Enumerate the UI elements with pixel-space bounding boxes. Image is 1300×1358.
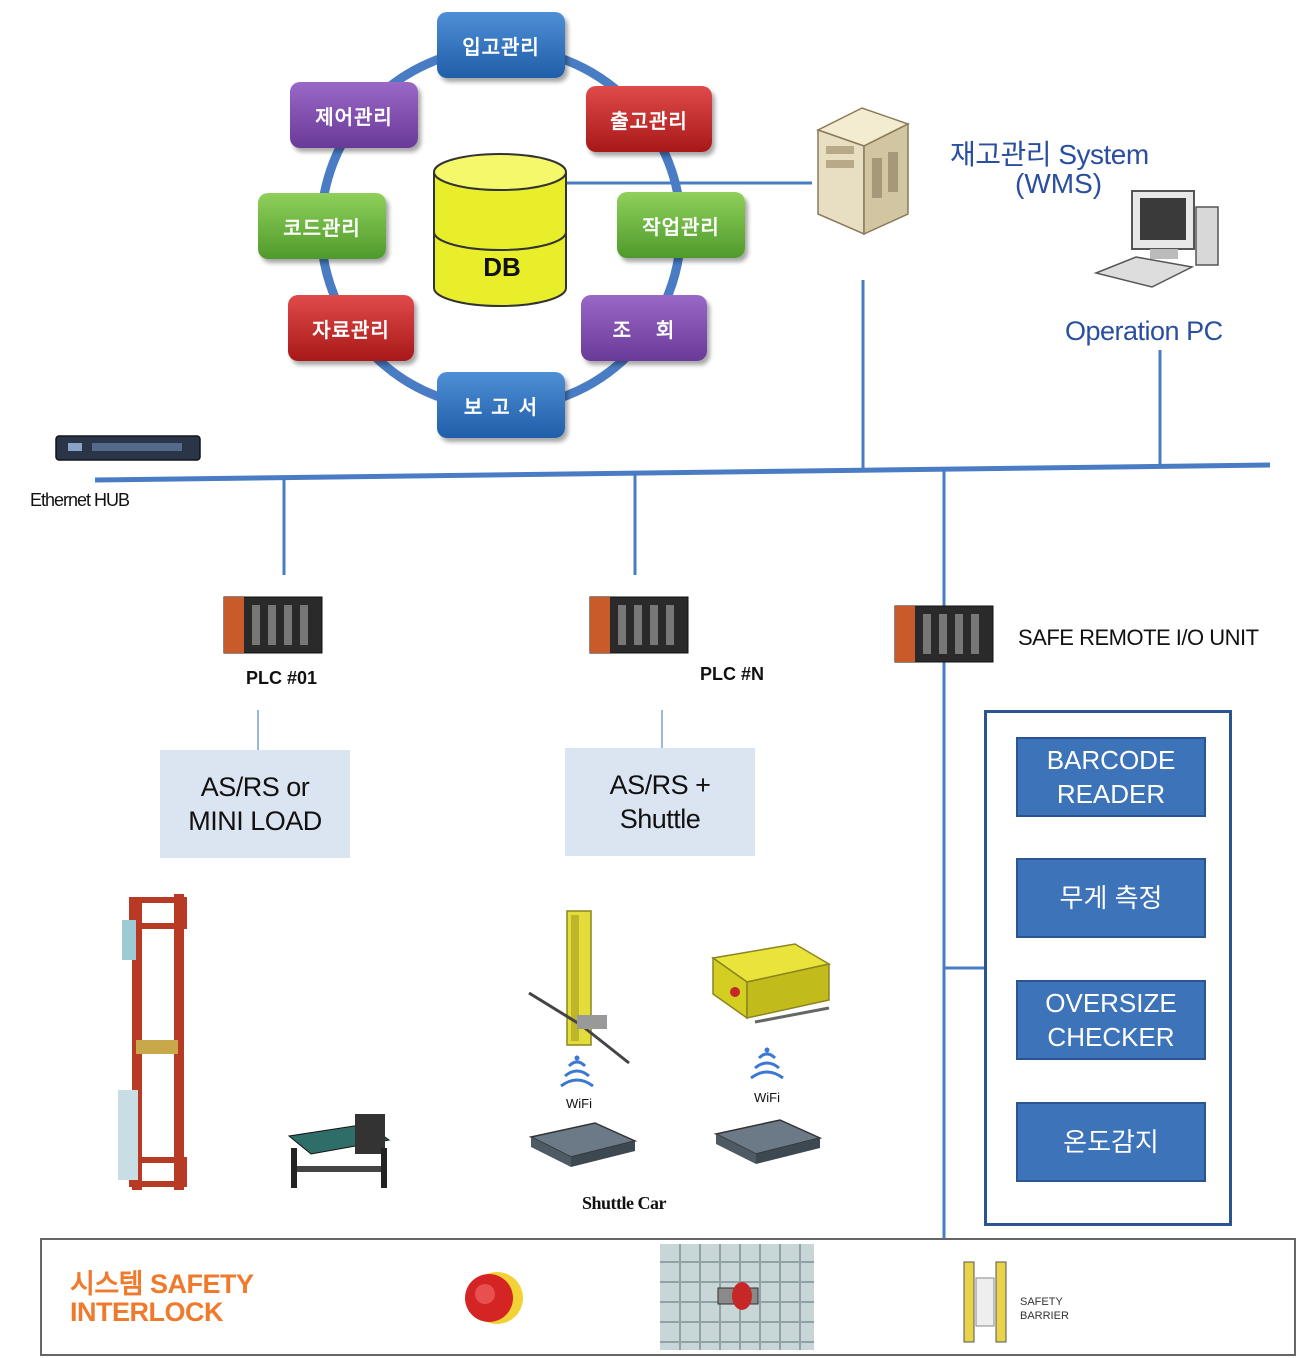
plcn-label: PLC #N [700,664,765,684]
sensor-temperature: 온도감지 [1016,1102,1206,1182]
module-code: 코드관리 [258,193,386,259]
plcn-icon [589,596,689,654]
safety-barrier-line2: BARRIER [1020,1310,1069,1322]
module-control: 제어관리 [290,82,418,148]
operation-pc-label: Operation PC [1065,316,1223,346]
safe-io-icon [894,605,994,663]
ethernet-hub-icon [55,435,201,461]
safety-title-line2: INTERLOCK [70,1297,224,1327]
asrs-miniload-box: AS/RS or MINI LOAD [160,750,350,858]
safety-interlock-panel [40,1238,1296,1356]
plc1-label: PLC #01 [246,668,318,688]
ethernet-backbone [94,462,1271,483]
wifi-label-2: WiFi [754,1090,780,1105]
server-icon [816,107,910,236]
sensor-group-frame [984,710,1232,1226]
conveyor-module-icon [287,1114,391,1188]
wifi-icon-2 [750,1047,784,1080]
sensor-barcode-reader: BARCODE READER [1016,737,1206,817]
sensor-weight: 무게 측정 [1016,858,1206,938]
sensor-oversize-checker: OVERSIZE CHECKER [1016,980,1206,1060]
database-icon [433,153,567,307]
shuttle-car-label: Shuttle Car [582,1193,667,1213]
db-label: DB [483,252,521,282]
operation-pc-icon [1093,190,1219,288]
sensor-barcode-line2: READER [1056,779,1166,809]
shuttle-lift-icon [528,910,630,1065]
shuttle-car-icon-1 [528,1122,638,1167]
plc1-icon [223,596,323,654]
safe-io-label: SAFE REMOTE I/O UNIT [1018,625,1259,650]
sensor-oversize-line1: OVERSIZE [1045,988,1177,1018]
wms-title-line1: 재고관리 System [950,139,1149,170]
module-data: 자료관리 [288,295,414,361]
shuttle-car-icon-2 [713,1119,823,1164]
asrs-miniload-line2: MINI LOAD [188,806,322,836]
asrs-shuttle-box: AS/RS + Shuttle [565,748,755,856]
wms-title-line2: (WMS) [1015,168,1103,199]
sensor-barcode-line1: BARCODE [1046,745,1176,775]
asrs-miniload-line1: AS/RS or [200,772,310,802]
module-work: 작업관리 [617,192,745,258]
sensor-weight-line1: 무게 측정 [1059,883,1163,913]
safety-door-switch-icon [660,1244,814,1350]
wifi-icon-1 [560,1055,594,1088]
ethernet-hub-label: Ethernet HUB [30,490,130,510]
safety-barrier-line1: SAFETY [1020,1296,1063,1308]
module-report: 보 고 서 [437,372,565,438]
safety-title-line1: 시스템 SAFETY [70,1269,254,1299]
shuttle-carrier-icon [711,943,832,1024]
module-inbound: 입고관리 [437,12,565,78]
emergency-stop-icon [465,1272,523,1324]
safety-barrier-icon [963,1261,1007,1343]
sensor-oversize-line2: CHECKER [1047,1022,1175,1052]
sensor-temperature-line1: 온도감지 [1063,1127,1159,1157]
module-inquiry: 조 회 [581,295,707,361]
wifi-label-1: WiFi [566,1096,592,1111]
module-outbound: 출고관리 [586,86,712,152]
asrs-shuttle-line1: AS/RS + [609,770,711,800]
asrs-shuttle-line2: Shuttle [619,804,701,834]
stacker-crane-icon [118,894,187,1190]
